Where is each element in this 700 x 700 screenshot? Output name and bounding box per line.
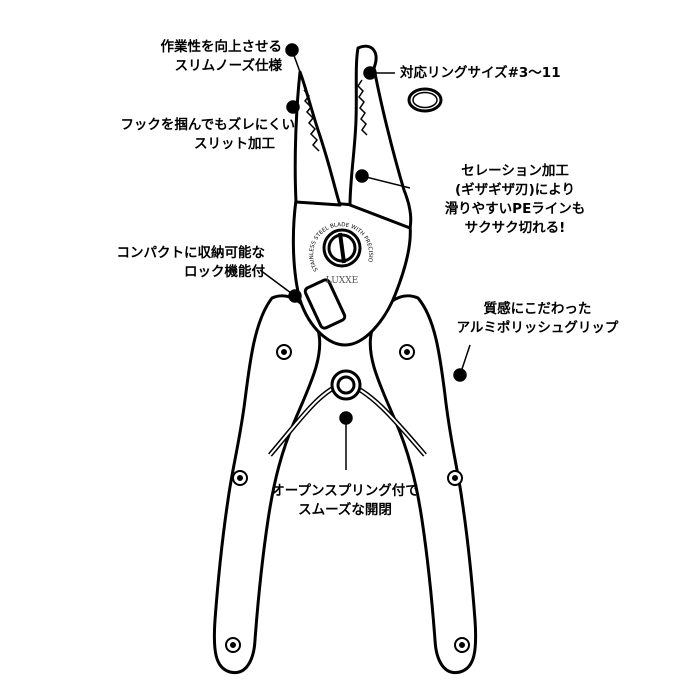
label-line: 質感にこだわった [483,301,592,317]
label-line: アルミポリッシュグリップ [456,320,619,336]
label-line: サクサク切れる! [464,220,566,236]
label-line: 作業性を向上させる [160,39,283,55]
label-line: ロック機能付 [184,264,265,280]
right-handle [368,294,478,675]
label-slit: フックを掴んでもズレにくい スリット加工 [120,116,295,154]
label-line: スリット加工 [194,136,275,152]
label-line: コンパクトに収納可能な [116,245,266,261]
label-ring-size: 対応リングサイズ#3〜11 [400,64,561,83]
label-grip: 質感にこだわった アルミポリッシュグリップ [450,300,625,338]
label-spring: オープンスプリング付で スムーズな開閉 [255,482,435,520]
serration [303,79,368,152]
left-jaw [293,70,342,207]
split-ring [407,87,443,113]
brand-mark: LUXXE [326,276,358,286]
label-line: セレーション加工 [461,163,569,179]
label-line: オープンスプリング付で [271,483,419,499]
callouts [259,43,471,470]
label-lock: コンパクトに収納可能な ロック機能付 [117,244,266,282]
label-line: 対応リングサイズ#3〜11 [400,65,561,81]
label-line: スリムノーズ仕様 [174,58,282,74]
label-line: (ギザギザ刃)により [454,182,576,198]
label-slim-nose: 作業性を向上させる スリムノーズ仕様 [161,38,283,76]
left-handle [212,294,322,675]
label-line: 滑りやすいPEラインも [444,201,586,217]
label-line: フックを掴んでもズレにくい [120,117,295,133]
label-line: スムーズな開閉 [298,502,392,518]
lock-lever [303,278,347,330]
label-serration: セレーション加工 (ギザギザ刃)により 滑りやすいPEラインも サクサク切れる! [415,162,615,238]
